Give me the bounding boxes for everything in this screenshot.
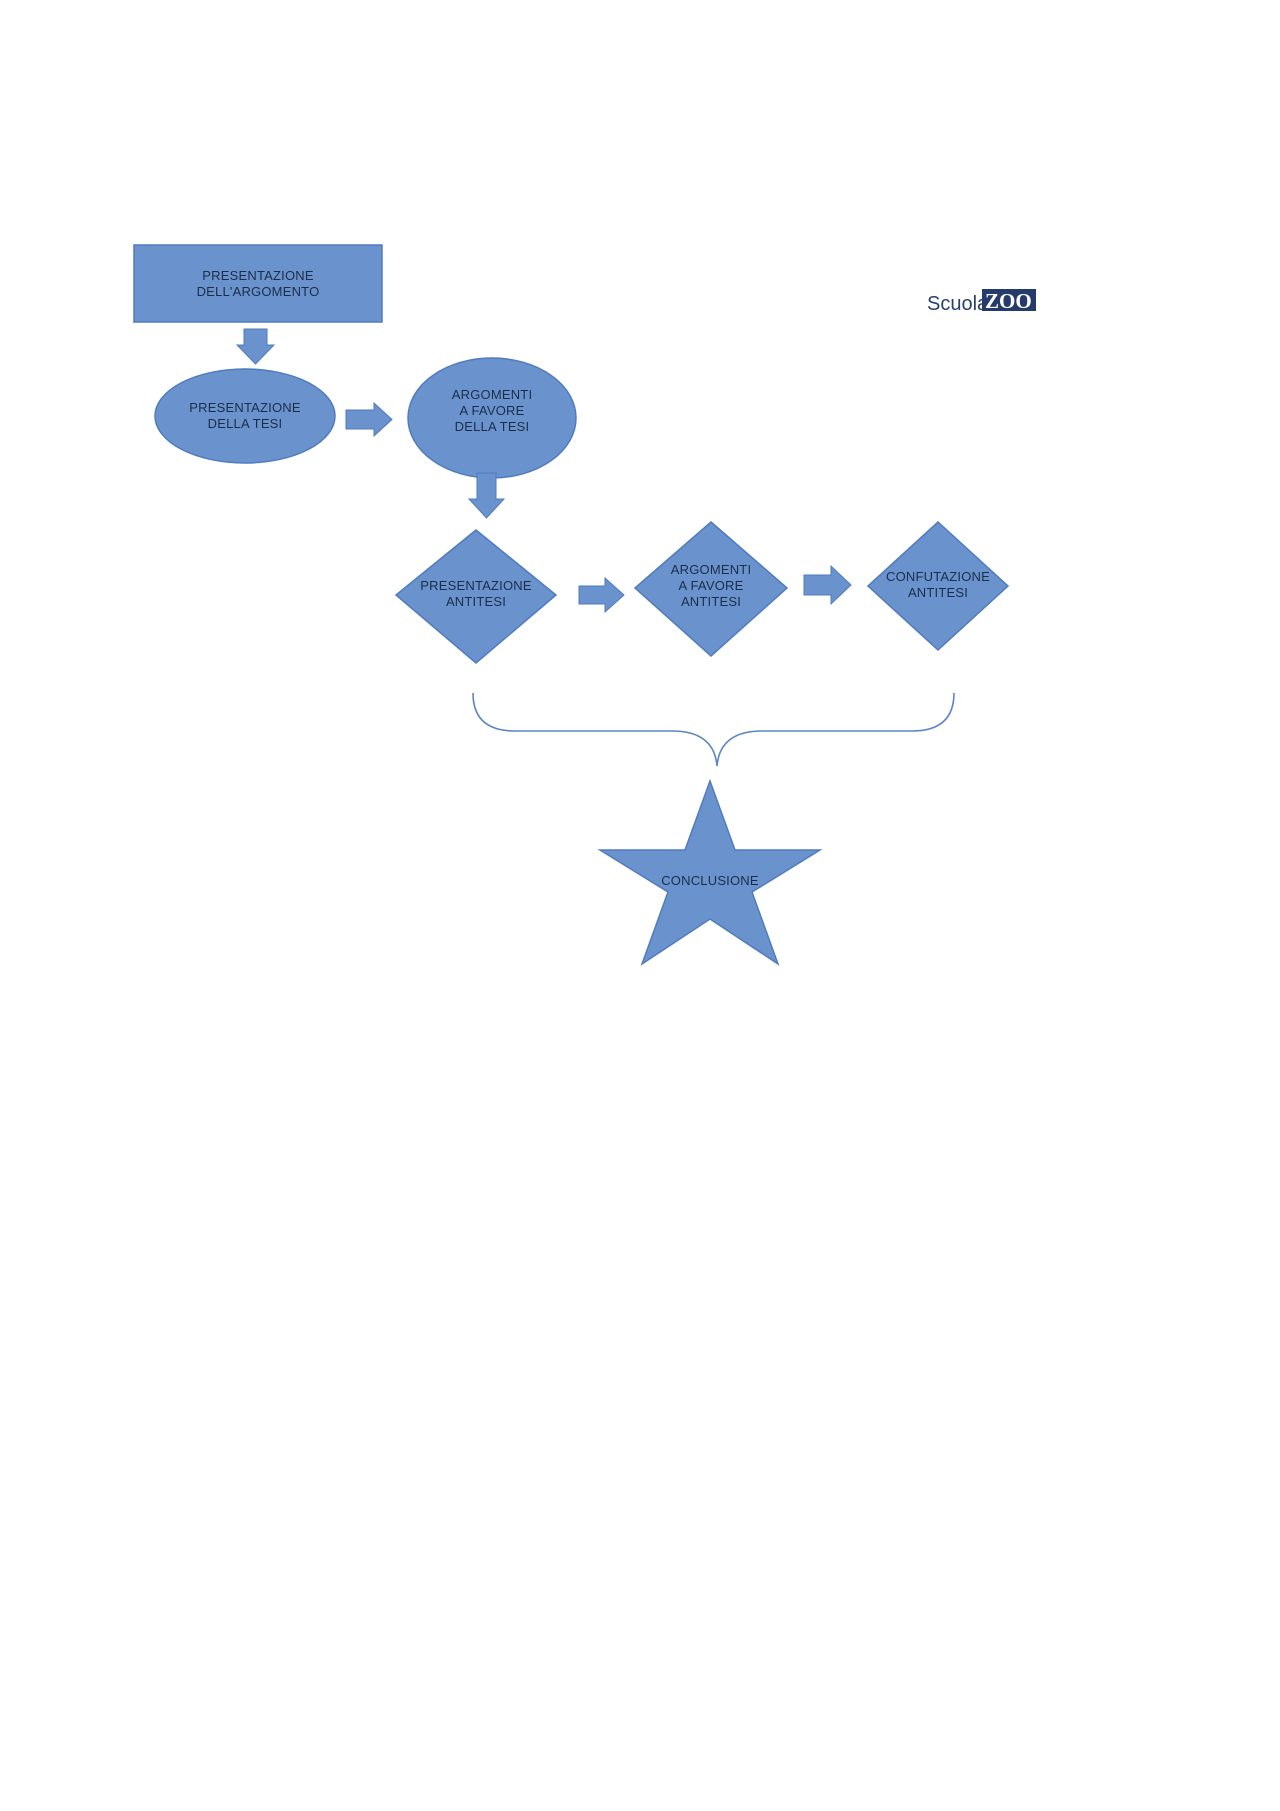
node-label-line: ANTITESI	[446, 594, 506, 609]
diamond-shape	[633, 521, 789, 658]
arrow-right-3	[803, 564, 852, 606]
arrow-down-1	[235, 328, 276, 365]
diamond-shape	[394, 529, 558, 664]
node-label-line: PRESENTAZIONE	[420, 578, 532, 593]
node-label-line: DELLA TESI	[455, 419, 530, 434]
logo: Scuola ZOO	[927, 289, 1036, 315]
node-label-line: ANTITESI	[908, 585, 968, 600]
node-label-line: PRESENTAZIONE	[202, 268, 314, 283]
node-label-line: ARGOMENTI	[452, 387, 533, 402]
logo-box	[982, 289, 1036, 311]
node-argomenti-favore-antitesi: ARGOMENTI A FAVORE ANTITESI	[633, 521, 789, 658]
logo-box-text: ZOO	[985, 289, 1032, 313]
node-presentazione-tesi: PRESENTAZIONE DELLA TESI	[154, 368, 336, 464]
ellipse-shape	[154, 368, 336, 464]
node-conclusione: CONCLUSIONE	[597, 778, 823, 966]
node-label-line: A FAVORE	[679, 578, 744, 593]
node-confutazione-antitesi: CONFUTAZIONE ANTITESI	[866, 520, 1010, 652]
rectangle-shape	[133, 244, 383, 323]
node-argomenti-favore-tesi: ARGOMENTI A FAVORE DELLA TESI	[407, 357, 577, 479]
node-label-line: ARGOMENTI	[671, 562, 752, 577]
node-label-line: CONCLUSIONE	[661, 873, 759, 888]
node-presentazione-antitesi: PRESENTAZIONE ANTITESI	[394, 529, 558, 664]
node-label-line: ANTITESI	[681, 594, 741, 609]
node-label-line: A FAVORE	[460, 403, 525, 418]
arrow-right-1	[345, 401, 393, 438]
node-label-line: DELLA TESI	[208, 416, 283, 431]
node-label-line: PRESENTAZIONE	[189, 400, 301, 415]
node-presentazione-argomento: PRESENTAZIONE DELL'ARGOMENTO	[133, 244, 383, 323]
node-label-line: DELL'ARGOMENTO	[197, 284, 320, 299]
diamond-shape	[866, 520, 1010, 652]
node-label-line: CONFUTAZIONE	[886, 569, 990, 584]
arrow-down-2	[467, 472, 506, 519]
ellipse-shape	[407, 357, 577, 479]
star-shape	[597, 778, 823, 966]
curly-brace	[472, 692, 955, 767]
arrow-right-2	[578, 576, 625, 614]
logo-prefix: Scuola	[927, 293, 989, 315]
